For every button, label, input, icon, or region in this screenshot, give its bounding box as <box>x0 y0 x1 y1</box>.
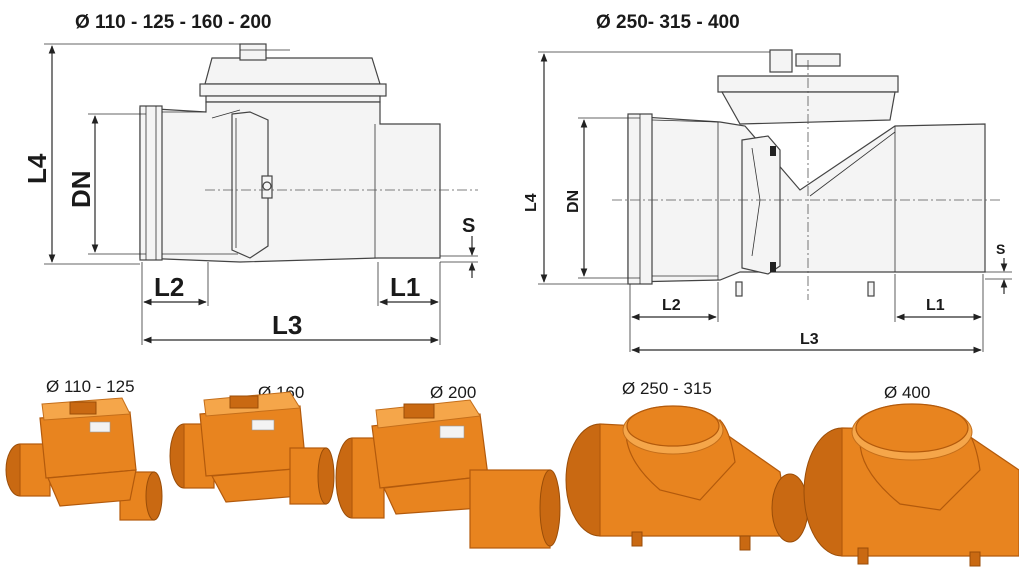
valve-110-125-image <box>5 397 163 521</box>
right-dim-dn: DN <box>565 117 640 279</box>
left-l4-label: L4 <box>22 153 52 184</box>
left-dim-l2: L2 <box>141 262 209 345</box>
product-250-315: Ø 250 - 315 <box>565 379 809 551</box>
right-dim-l1: L1 <box>894 274 984 352</box>
left-dn-label: DN <box>66 170 96 208</box>
product-400: Ø 400 <box>803 383 1019 567</box>
left-valve-cover <box>199 43 387 103</box>
product-label-110-125: Ø 110 - 125 <box>46 377 135 396</box>
product-200: Ø 200 <box>335 383 561 549</box>
right-dim-l3: L3 <box>631 331 982 354</box>
right-drawing-title: Ø 250- 315 - 400 <box>596 12 740 33</box>
right-l1-label: L1 <box>926 297 945 314</box>
left-dim-l1: L1 <box>377 262 441 345</box>
right-dn-label: DN <box>565 190 582 213</box>
left-drawing-title: Ø 110 - 125 - 160 - 200 <box>75 12 271 33</box>
right-valve-body <box>627 113 986 297</box>
right-l2-label: L2 <box>662 297 681 314</box>
right-l4-label: L4 <box>523 193 540 212</box>
left-valve-body <box>139 101 441 263</box>
valve-250-315-image <box>565 405 809 551</box>
right-dim-l4: L4 <box>523 51 770 285</box>
right-dim-l2: L2 <box>629 282 719 352</box>
product-160: Ø 160 <box>169 383 335 505</box>
product-110-125: Ø 110 - 125 <box>5 377 163 521</box>
left-s-label: S <box>462 215 475 237</box>
product-label-250-315: Ø 250 - 315 <box>622 379 712 398</box>
left-dim-l3: L3 <box>143 310 439 344</box>
left-technical-drawing: Ø 110 - 125 - 160 - 200 <box>22 12 478 345</box>
valve-200-image <box>335 399 561 549</box>
left-l3-label: L3 <box>272 310 302 340</box>
valve-160-image <box>169 391 335 505</box>
right-dim-s: S <box>985 241 1012 294</box>
product-label-400: Ø 400 <box>884 383 930 402</box>
valve-400-image <box>803 403 1019 567</box>
product-label-200: Ø 200 <box>430 383 476 402</box>
product-row: Ø 110 - 125 Ø 160 <box>5 377 1019 567</box>
left-dim-dn: DN <box>66 113 146 255</box>
left-dim-l4: L4 <box>22 43 240 265</box>
left-l2-label: L2 <box>154 272 184 302</box>
right-l3-label: L3 <box>800 331 819 348</box>
left-l1-label: L1 <box>390 272 420 302</box>
left-dim-s: S <box>440 215 478 278</box>
right-valve-cover <box>717 49 899 125</box>
right-technical-drawing: Ø 250- 315 - 400 <box>523 12 1012 354</box>
right-s-label: S <box>996 241 1005 257</box>
